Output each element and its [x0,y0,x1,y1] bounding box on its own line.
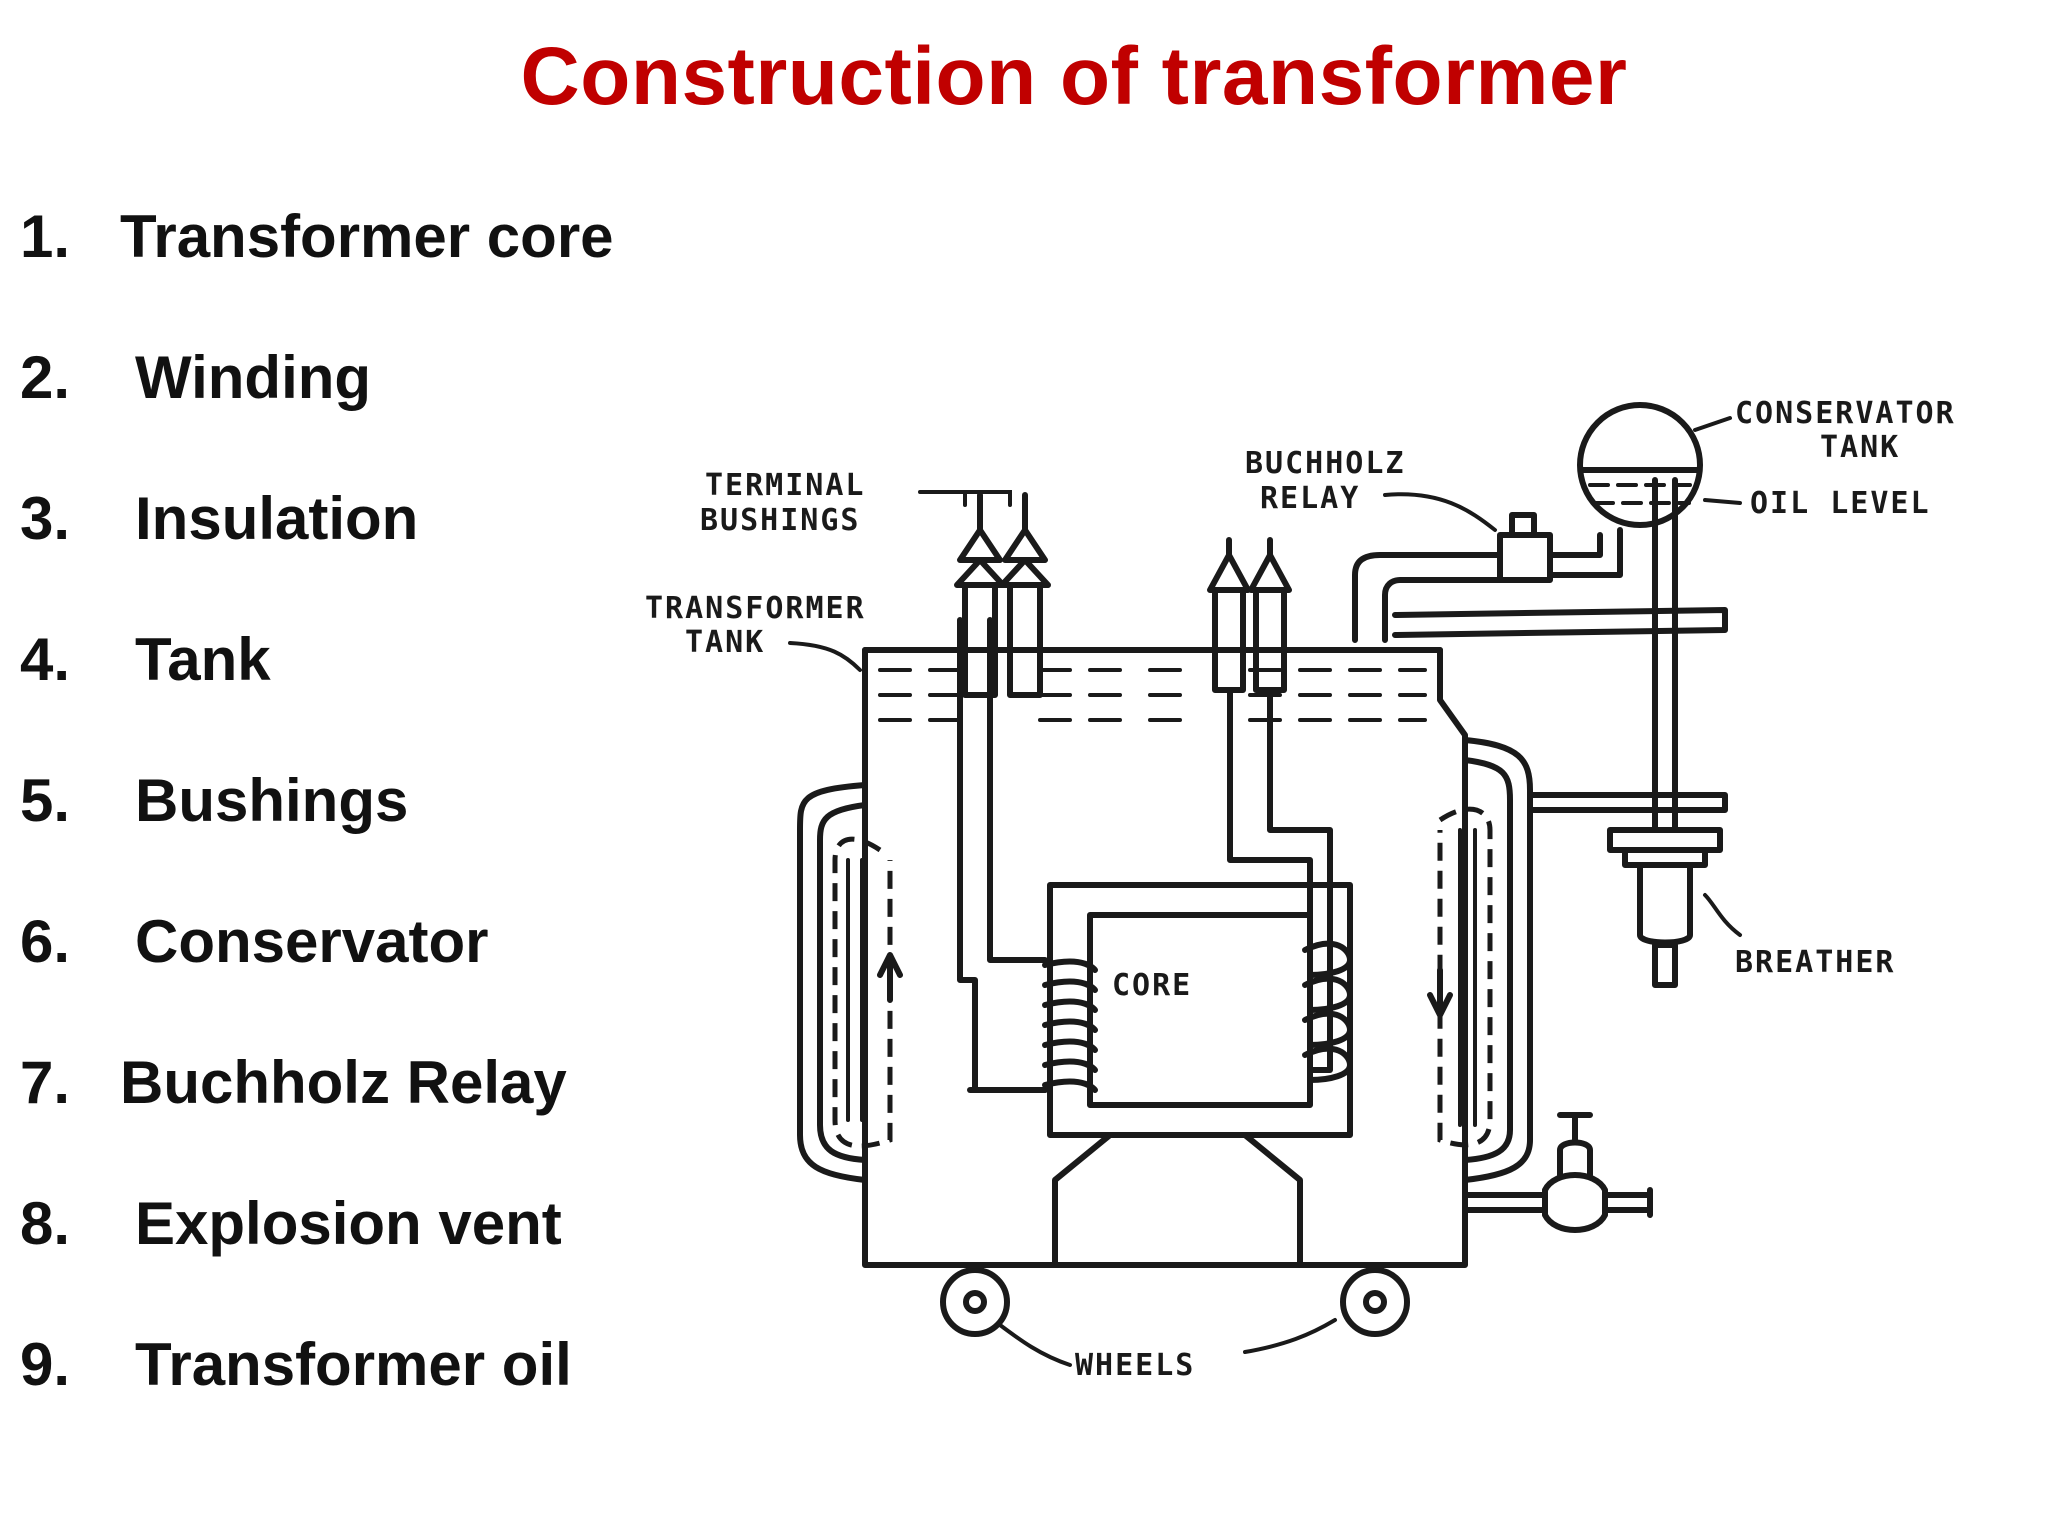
primary-winding [1042,958,1098,1093]
oil-pipe [1547,532,1603,558]
transformer-tank-label: TANK [685,625,765,660]
list-item: 1.Transformer core [20,203,614,270]
support-bracket [1527,792,1728,813]
list-item: 7.Buchholz Relay [20,1049,567,1116]
breather-label: BREATHER [1735,945,1896,980]
terminal-bushings-right [1207,537,1292,693]
leader-line [1703,893,1742,937]
left-radiator [797,782,903,1183]
primary-lead [987,617,1048,963]
secondary-lead [1227,687,1313,963]
support-bracket [1392,607,1728,638]
conservator-tank-label: CONSERVATOR [1735,396,1956,431]
transformer-core [1047,882,1353,1268]
buchholz-relay-label: RELAY [1260,481,1360,516]
leader-line [918,490,1012,507]
oil-pipe [1352,552,1503,643]
leader-line [1383,492,1497,532]
conservator-tank [1577,402,1703,528]
leader-line [1243,1318,1337,1354]
oil-pipe [1547,527,1623,578]
page-title: Construction of transformer [520,31,1628,122]
right-radiator [1427,737,1533,1183]
terminal-bushings-left [954,492,1051,698]
leader-line [1693,416,1732,432]
list-item: 8.Explosion vent [20,1190,562,1257]
conservator-tank-label: TANK [1820,430,1900,465]
list-item: 9.Transformer oil [20,1331,572,1398]
wheels [940,1267,1410,1337]
drain-valve [1462,1112,1653,1233]
oil-pipe [1382,577,1503,643]
list-item: 3.Insulation [20,485,419,552]
breather-pipe [1652,477,1678,833]
list-item: 4.Tank [20,626,271,693]
leader-line [998,1323,1072,1367]
list-item: 6.Conservator [20,908,489,975]
transformer-oil [878,668,1427,722]
breather [1607,827,1723,988]
secondary-lead [1267,687,1333,1073]
leader-line [1703,498,1742,505]
terminal-bushings-label: TERMINAL [705,468,866,503]
oil-level-label: OIL LEVEL [1750,486,1931,521]
wheels-label: WHEELS [1075,1348,1195,1383]
buchholz-relay [1497,512,1553,583]
transformer-tank-label: TRANSFORMER [645,591,866,626]
transformer-diagram: CORE [645,396,1956,1383]
transformer-tank [862,647,1468,1268]
list-item: 2.Winding [20,344,372,411]
terminal-bushings-label: BUSHINGS [700,503,861,538]
list-item: 5.Bushings [20,767,409,834]
buchholz-relay-label: BUCHHOLZ [1245,446,1406,481]
leader-line [788,641,862,672]
core-label: CORE [1112,968,1192,1003]
primary-lead [957,617,1048,1093]
